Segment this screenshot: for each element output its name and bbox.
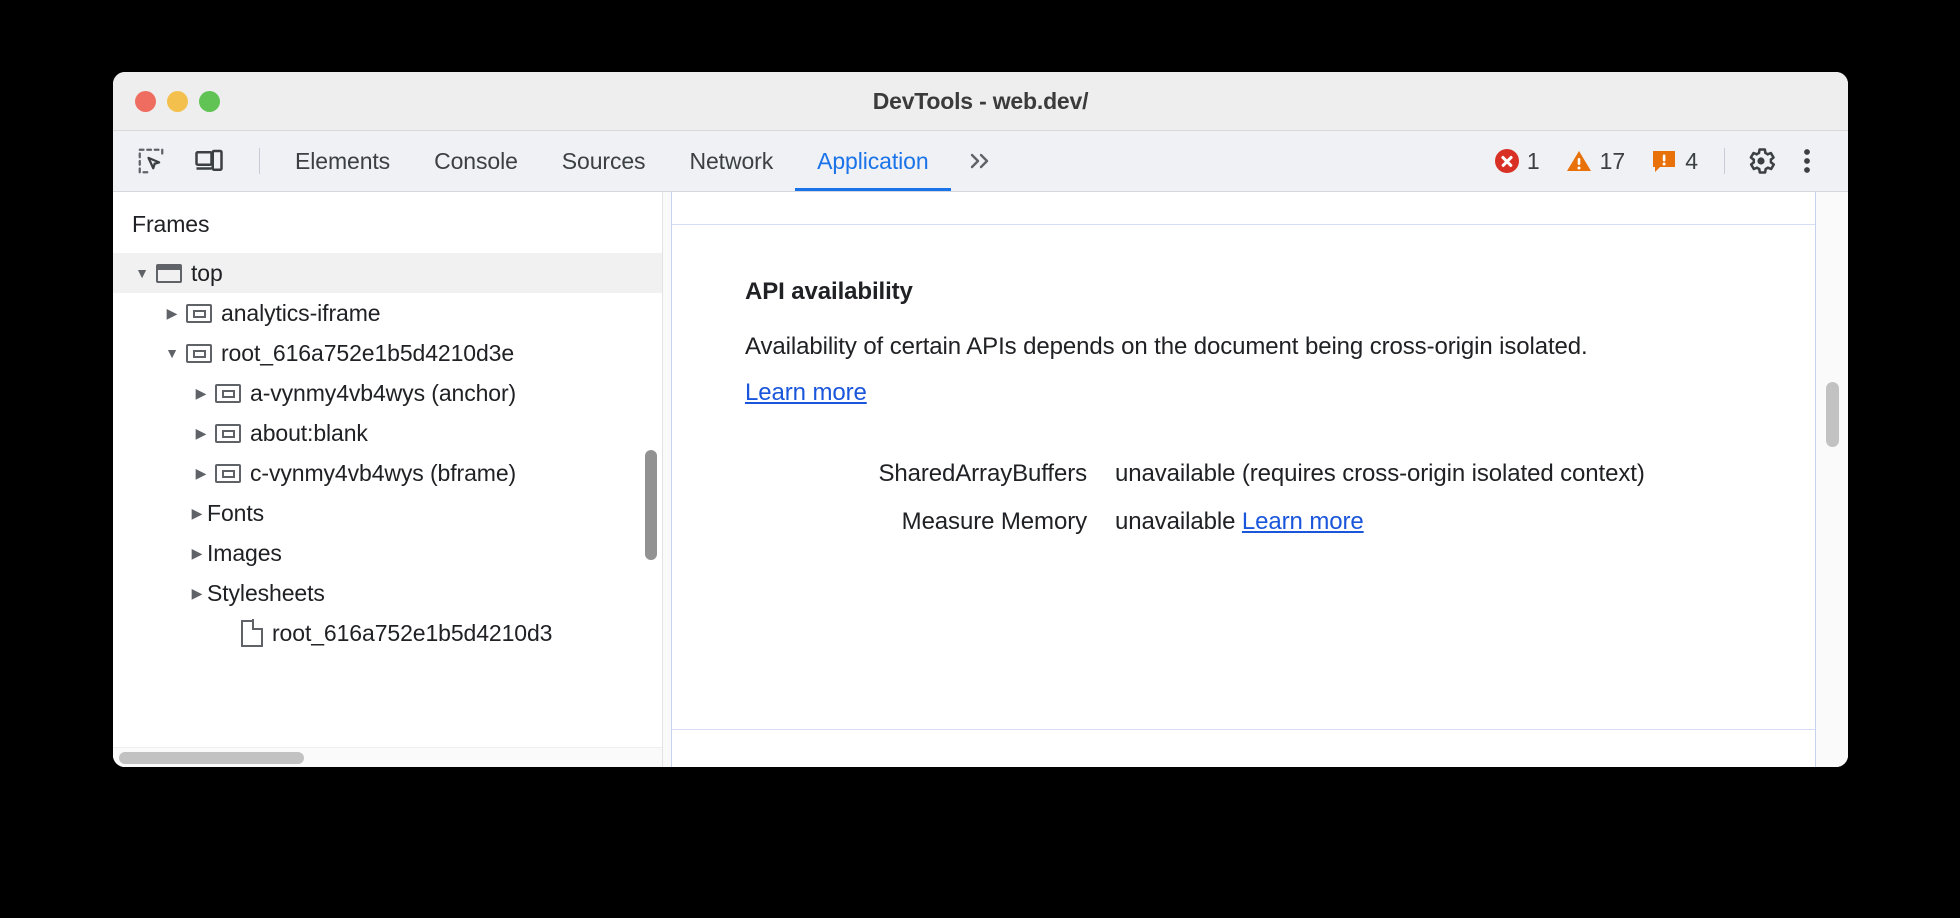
- close-window-button[interactable]: [135, 90, 156, 112]
- tree-item-anchor-frame[interactable]: ▶ a-vynmy4vb4wys (anchor): [113, 373, 662, 413]
- api-availability-table: SharedArrayBuffers unavailable (requires…: [672, 450, 1815, 546]
- description-text: Availability of certain APIs depends on …: [745, 333, 1588, 360]
- tab-application[interactable]: Application: [795, 131, 951, 191]
- application-sidebar: Frames ▼ top ▶ analytics-iframe ▼: [113, 192, 663, 767]
- window-titlebar: DevTools - web.dev/: [113, 72, 1848, 131]
- iframe-icon: [215, 463, 241, 483]
- chevron-right-icon[interactable]: ▶: [195, 424, 207, 441]
- toolbar-status-area: 1 17: [1482, 131, 1830, 191]
- window-title: DevTools - web.dev/: [872, 87, 1089, 114]
- api-availability-section: API availability Availability of certain…: [672, 225, 1815, 730]
- chevron-down-icon[interactable]: ▼: [165, 345, 179, 361]
- tree-item-label: a-vynmy4vb4wys (anchor): [250, 379, 517, 406]
- warning-count: 17: [1599, 147, 1626, 174]
- issue-count: 4: [1685, 147, 1698, 174]
- iframe-icon: [186, 343, 212, 363]
- more-tabs-icon[interactable]: [951, 131, 1009, 191]
- row-value-text: unavailable (requires cross-origin isola…: [1115, 460, 1645, 488]
- maximize-window-button[interactable]: [199, 90, 220, 112]
- iframe-icon: [215, 383, 241, 403]
- chevron-right-icon[interactable]: ▶: [166, 304, 178, 321]
- section-divider-top: [672, 192, 1815, 225]
- tree-item-label: c-vynmy4vb4wys (bframe): [250, 459, 517, 486]
- minimize-window-button[interactable]: [167, 90, 188, 112]
- tab-network[interactable]: Network: [689, 147, 774, 174]
- devtools-window: DevTools - web.dev/: [113, 72, 1848, 767]
- frames-tree: ▼ top ▶ analytics-iframe ▼ root_616a752e…: [113, 253, 662, 653]
- main-vertical-scrollbar[interactable]: [1826, 382, 1839, 447]
- chevron-right-icon[interactable]: ▶: [195, 464, 207, 481]
- chevron-right-icon[interactable]: ▶: [191, 544, 203, 561]
- tree-item-bframe[interactable]: ▶ c-vynmy4vb4wys (bframe): [113, 453, 662, 493]
- row-value-measure-memory: unavailable Learn more: [1087, 498, 1815, 546]
- error-icon: [1494, 149, 1519, 173]
- tree-item-root-frame[interactable]: ▼ root_616a752e1b5d4210d3e: [113, 333, 662, 373]
- tree-item-fonts[interactable]: ▶ Fonts: [113, 493, 662, 533]
- tree-item-top[interactable]: ▼ top: [113, 253, 662, 293]
- panel-tabs: Elements Console Sources Network Applica…: [273, 131, 1009, 191]
- tab-elements[interactable]: Elements: [295, 147, 391, 174]
- row-label-measure-memory: Measure Memory: [901, 508, 1087, 536]
- tree-item-about-blank[interactable]: ▶ about:blank: [113, 413, 662, 453]
- toolbar-left-icons: [113, 140, 273, 182]
- inspect-element-icon[interactable]: [130, 140, 172, 182]
- warning-icon: [1566, 149, 1592, 173]
- learn-more-link-measure-memory[interactable]: Learn more: [1241, 508, 1364, 536]
- kebab-menu-icon[interactable]: [1784, 138, 1830, 184]
- sidebar-horizontal-scrollbar-track[interactable]: [113, 747, 662, 767]
- status-badge-warnings[interactable]: 17: [1553, 148, 1639, 175]
- toolbar-divider: [259, 148, 260, 174]
- chevron-right-icon[interactable]: ▶: [195, 384, 207, 401]
- frame-details-content: API availability Availability of certain…: [671, 192, 1816, 767]
- tree-item-analytics-iframe[interactable]: ▶ analytics-iframe: [113, 293, 662, 333]
- chevron-right-icon[interactable]: ▶: [191, 584, 203, 601]
- table-row: Measure Memory unavailable Learn more: [672, 498, 1815, 546]
- traffic-light-buttons: [113, 90, 220, 112]
- tree-item-label: Stylesheets: [207, 579, 325, 606]
- tree-item-label: analytics-iframe: [221, 299, 381, 326]
- tab-console[interactable]: Console: [434, 147, 518, 174]
- row-label-shared-array-buffers: SharedArrayBuffers: [878, 460, 1087, 488]
- row-value-shared-array-buffers: unavailable (requires cross-origin isola…: [1087, 450, 1815, 498]
- iframe-icon: [215, 423, 241, 443]
- issue-icon: [1651, 148, 1677, 174]
- sidebar-section-header: Frames: [132, 211, 210, 237]
- gear-icon[interactable]: [1738, 138, 1784, 184]
- chevron-right-icon[interactable]: ▶: [191, 504, 203, 521]
- table-row: SharedArrayBuffers unavailable (requires…: [672, 450, 1815, 498]
- sidebar-vertical-scrollbar[interactable]: [645, 450, 657, 560]
- tree-item-images[interactable]: ▶ Images: [113, 533, 662, 573]
- page-frame-icon: [156, 263, 182, 283]
- tree-item-label: Images: [207, 539, 282, 566]
- devtools-toolbar: Elements Console Sources Network Applica…: [113, 131, 1848, 192]
- chevron-down-icon[interactable]: ▼: [135, 265, 149, 281]
- learn-more-link-cross-origin[interactable]: Learn more: [745, 379, 867, 407]
- tab-sources[interactable]: Sources: [561, 147, 646, 174]
- tree-item-label: root_616a752e1b5d4210d3: [272, 619, 553, 646]
- status-divider: [1724, 148, 1725, 174]
- tree-item-root-document[interactable]: root_616a752e1b5d4210d3: [113, 613, 662, 653]
- tree-item-label: about:blank: [250, 419, 368, 446]
- error-count: 1: [1526, 147, 1540, 174]
- application-main-panel: API availability Availability of certain…: [663, 192, 1848, 767]
- device-toolbar-icon[interactable]: [188, 140, 230, 182]
- devtools-body: Frames ▼ top ▶ analytics-iframe ▼: [113, 192, 1848, 767]
- page-title: API availability: [745, 278, 913, 305]
- tree-item-label: root_616a752e1b5d4210d3e: [221, 339, 515, 366]
- status-badge-errors[interactable]: 1: [1482, 148, 1553, 175]
- document-icon: [241, 619, 264, 647]
- iframe-icon: [186, 303, 212, 323]
- status-badge-issues[interactable]: 4: [1638, 148, 1711, 175]
- tree-item-stylesheets[interactable]: ▶ Stylesheets: [113, 573, 662, 613]
- tree-item-label: top: [191, 259, 223, 286]
- row-value-text: unavailable: [1115, 508, 1242, 536]
- tree-item-label: Fonts: [207, 499, 265, 526]
- api-availability-description: Availability of certain APIs depends on …: [672, 306, 1645, 416]
- sidebar-horizontal-scrollbar-thumb[interactable]: [119, 752, 304, 764]
